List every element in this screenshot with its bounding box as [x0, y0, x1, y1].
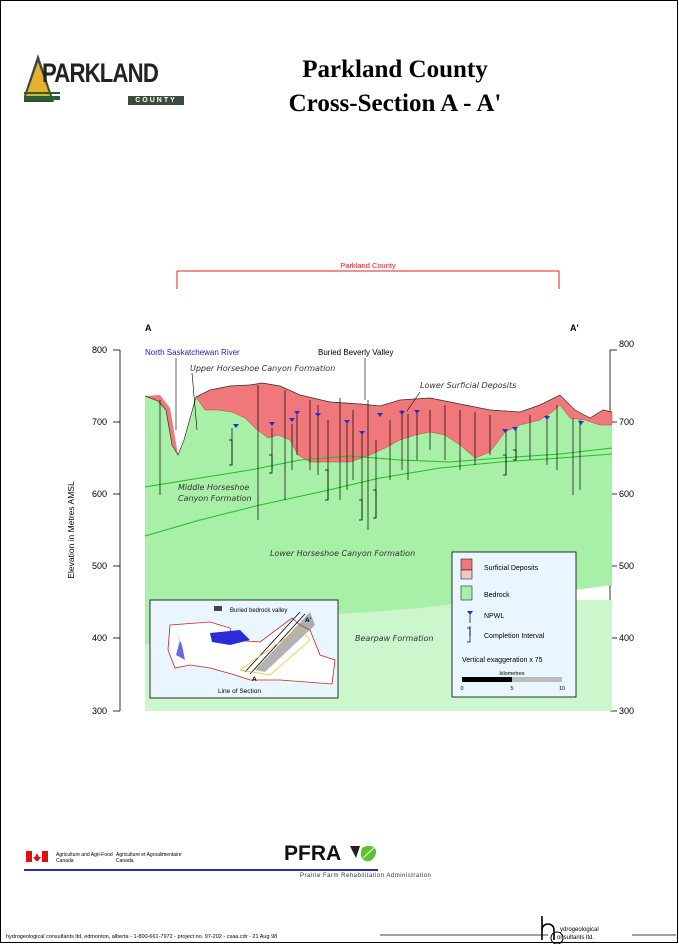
lower-surficial-label: Lower Surficial Deposits [420, 381, 516, 390]
right-tick-400: 400 [619, 633, 634, 643]
inset-bedrock-label: Buried bedrock valley [230, 608, 287, 614]
y-axis-label: Elevation in Metres AMSL [66, 481, 76, 579]
scale-tick-5: 5 [510, 686, 513, 692]
legend-surficial-label: Surficial Deposits [484, 565, 539, 572]
legend-completion-label: Completion Interval [484, 633, 545, 640]
left-elevation-axis [113, 349, 121, 712]
inset-map [149, 599, 339, 699]
agri-canada-fr: Agriculture et Agroalimentaire Canada [116, 852, 182, 864]
npwl-markers [233, 410, 584, 435]
pfra-wordmark: PFRA [284, 842, 342, 865]
right-tick-600: 600 [619, 489, 634, 499]
scale-tick-10: 10 [559, 686, 565, 692]
inset-line-label: Line of Section [218, 688, 261, 695]
legend-exaggeration-label: Vertical exaggeration x 75 [462, 657, 543, 664]
inset-end-a: A [252, 676, 257, 683]
ground-surface-line [144, 382, 613, 456]
lower-formation-label: Lower Horseshoe Canyon Formation [270, 549, 415, 558]
legend-box [451, 551, 577, 698]
left-tick-400: 400 [92, 633, 107, 643]
middle-formation-label-line2: Canyon Formation [178, 494, 252, 503]
logo-subtitle: COUNTY [128, 96, 184, 105]
upper-formation-label: Upper Horseshoe Canyon Formation [190, 364, 335, 373]
right-tick-500: 500 [619, 561, 634, 571]
left-tick-500: 500 [92, 561, 107, 571]
agri-canada-en: Agriculture and Agri-Food Canada [56, 852, 113, 864]
hcl-name-line1: ydrogeological [560, 927, 599, 933]
scale-unit-label: kilometres [499, 671, 524, 677]
left-tick-800: 800 [92, 345, 107, 355]
legend-swatch-bedrock [460, 585, 473, 601]
bearpaw-label: Bearpaw Formation [355, 634, 433, 643]
section-end-a: A [145, 323, 152, 333]
middle-lower-contact-line [144, 453, 613, 537]
footer-credit-text: hydrogeological consultants ltd, edmonto… [6, 934, 278, 940]
right-tick-800: 800 [619, 339, 634, 349]
inset-end-a-prime: A' [305, 617, 312, 624]
valley-label: Buried Beverly Valley [318, 348, 393, 357]
parkland-tree-logo-icon [24, 54, 60, 102]
pfra-leaf-icon [350, 845, 377, 862]
middle-formation-label-line1: Middle Horseshoe [178, 483, 249, 492]
hcl-name-line2: onsultants ltd. [557, 935, 595, 941]
river-label: North Saskatchewan River [145, 348, 240, 357]
county-extent-bracket [176, 270, 560, 289]
county-extent-label: Parkland County [340, 261, 396, 270]
logo-wordmark: PARKLAND [42, 58, 159, 88]
left-tick-600: 600 [92, 489, 107, 499]
legend-bedrock-label: Bedrock [484, 592, 510, 599]
page-title: Parkland County [302, 56, 488, 83]
wells [159, 385, 581, 530]
hcl-logo-icon [541, 916, 564, 944]
legend-npwl-label: NPWL [484, 613, 504, 620]
surficial-river-bank [145, 395, 178, 455]
right-tick-700: 700 [619, 417, 634, 427]
legend-npwl-icon [467, 611, 473, 615]
page-subtitle: Cross-Section A - A' [288, 90, 502, 117]
left-tick-300: 300 [92, 706, 107, 716]
right-tick-300: 300 [619, 706, 634, 716]
scale-tick-0: 0 [460, 686, 463, 692]
pfra-subtitle: Prairie Farm Rehabilitation Administrati… [300, 873, 432, 879]
section-end-a-prime: A' [570, 323, 579, 333]
left-tick-700: 700 [92, 417, 107, 427]
legend-swatch-surficial [460, 558, 473, 571]
canada-flag-icon [26, 851, 48, 862]
